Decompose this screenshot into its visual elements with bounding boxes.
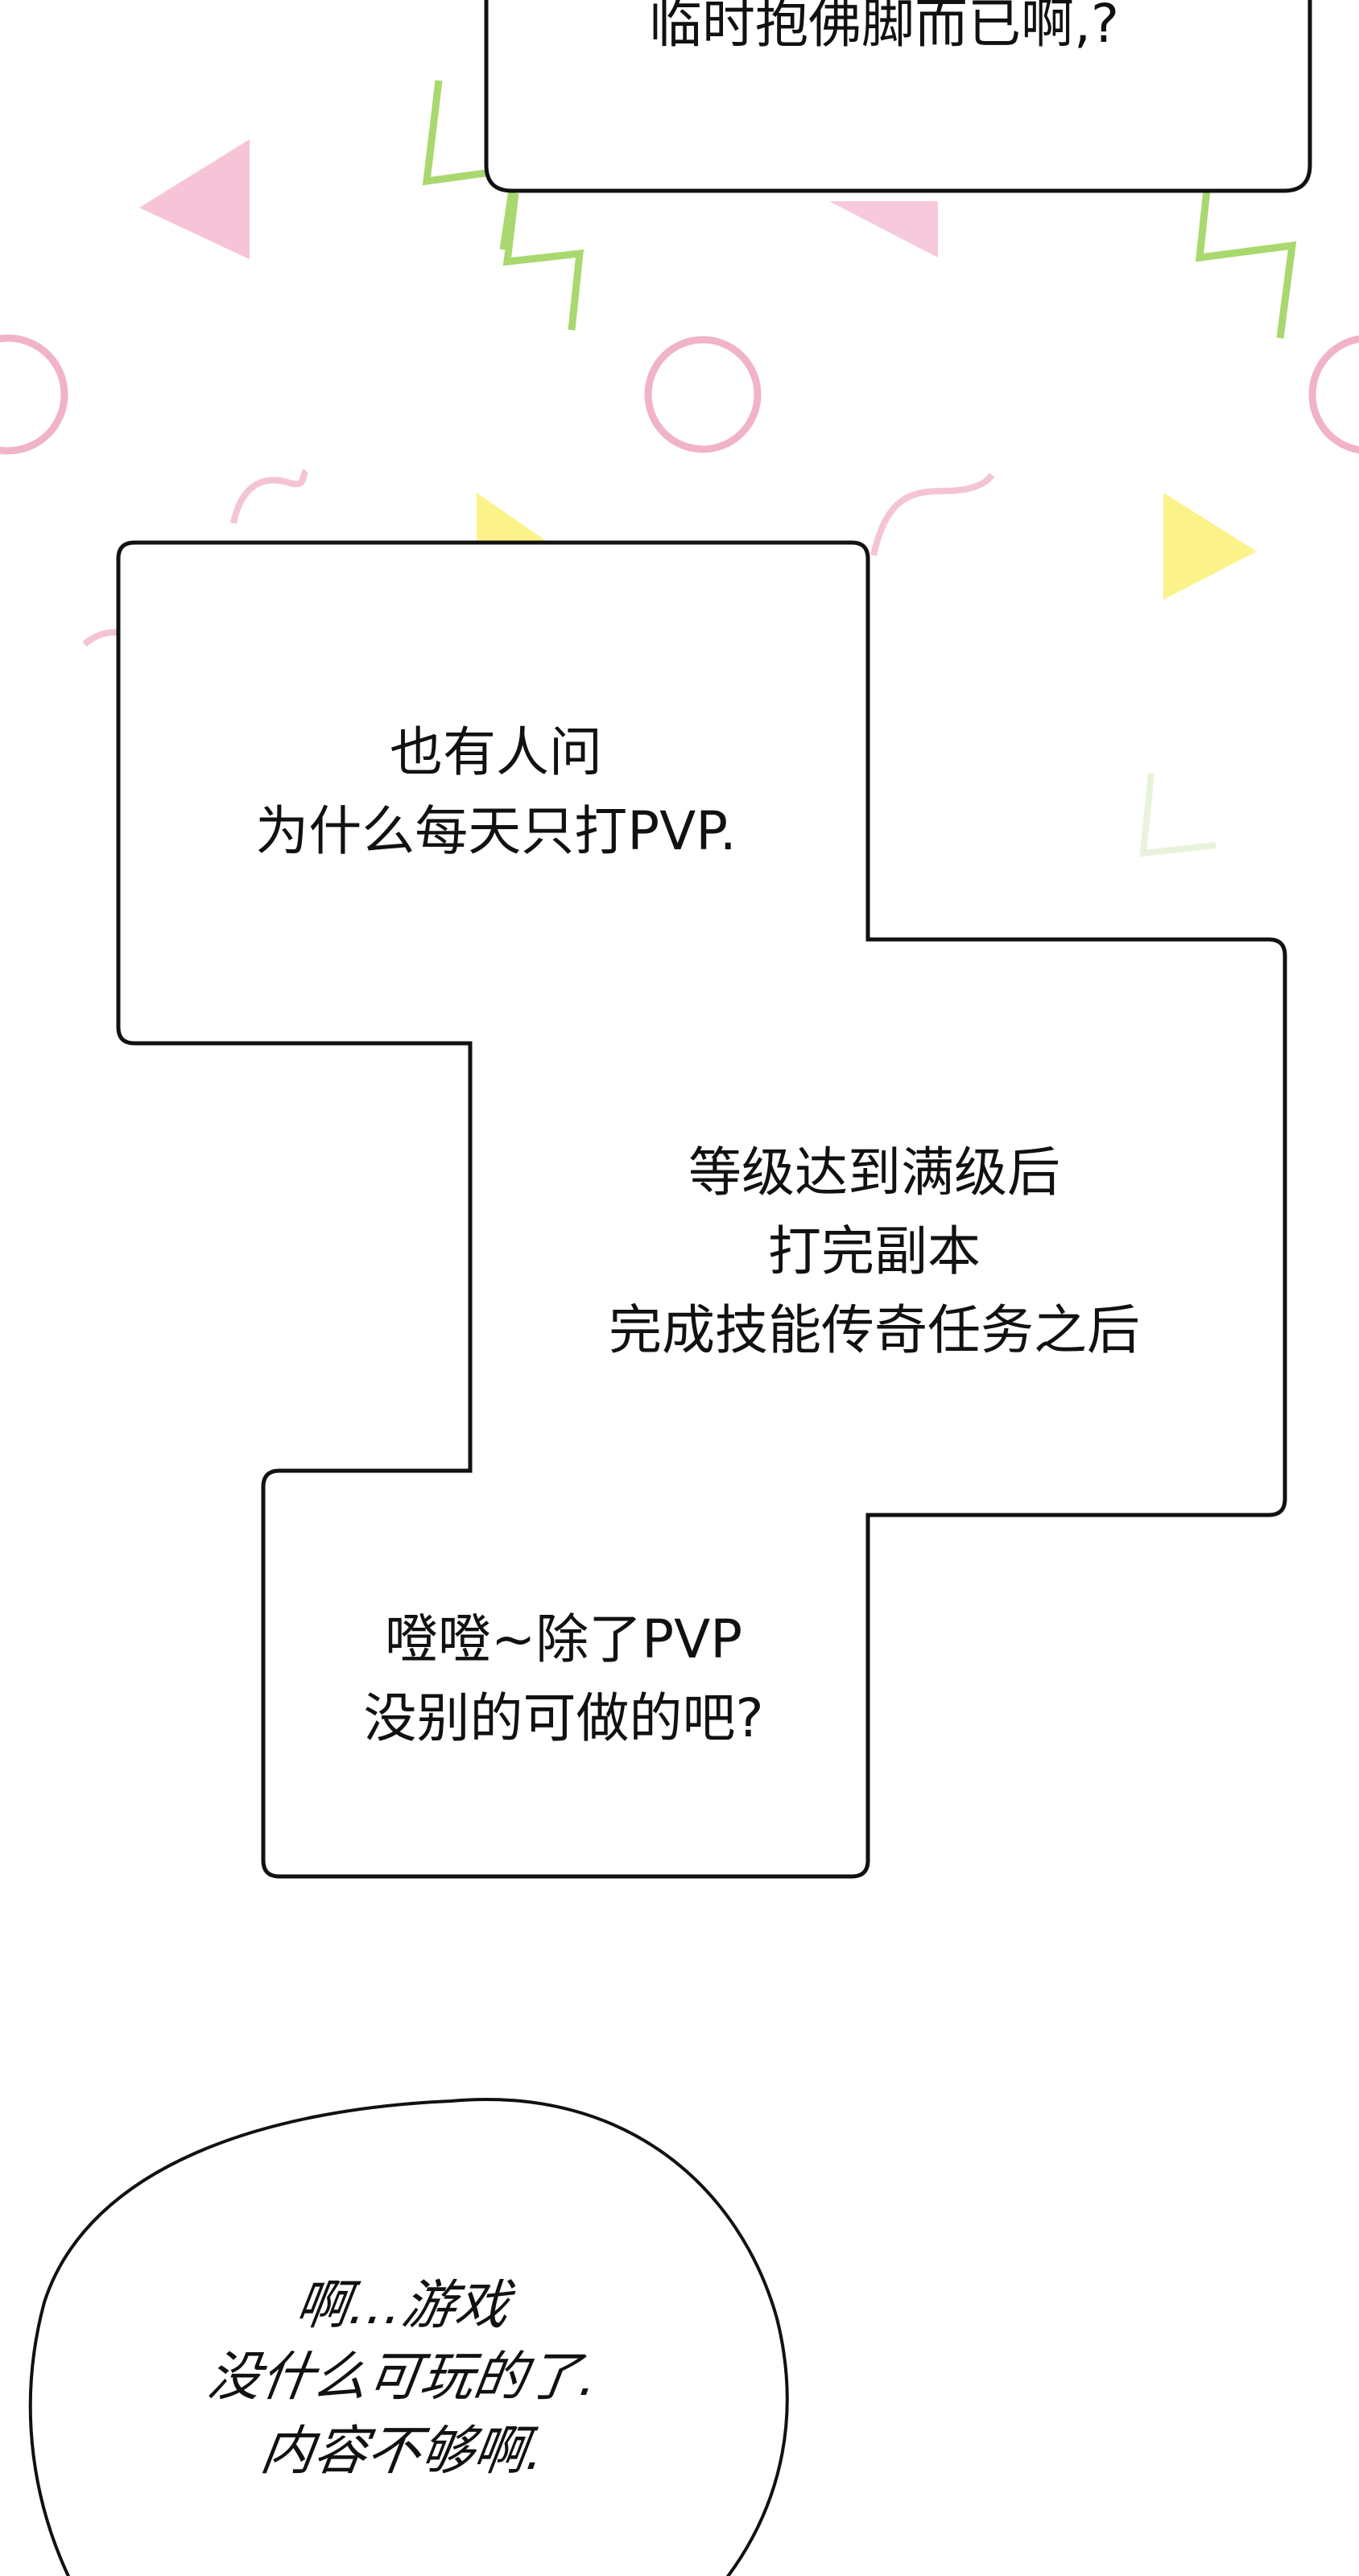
top-box-line: 临时抱佛脚而已啊,? — [648, 0, 1120, 55]
stepped-box-line: 没别的可做的吧? — [363, 1687, 764, 1749]
bubble-line: 没什么可玩的了. — [204, 2346, 601, 2408]
bubble-line: 啊…游戏 — [291, 2274, 514, 2336]
stepped-box-line: 等级达到满级后 — [688, 1141, 1060, 1203]
round-speech-bubble — [28, 2098, 789, 2576]
stepped-box-line: 为什么每天只打PVP. — [255, 800, 737, 862]
stepped-box-line: 打完副本 — [768, 1220, 981, 1282]
stepped-box-line: 噔噔~除了PVP — [384, 1608, 743, 1670]
stepped-speech-box — [116, 540, 1287, 1879]
stepped-box-line: 也有人问 — [390, 721, 602, 783]
decorative-confetti — [0, 80, 1359, 857]
stepped-box-line: 完成技能传奇任务之后 — [609, 1299, 1140, 1361]
top-speech-box — [484, 0, 1312, 193]
bubble-line: 内容不够啊. — [257, 2420, 548, 2482]
